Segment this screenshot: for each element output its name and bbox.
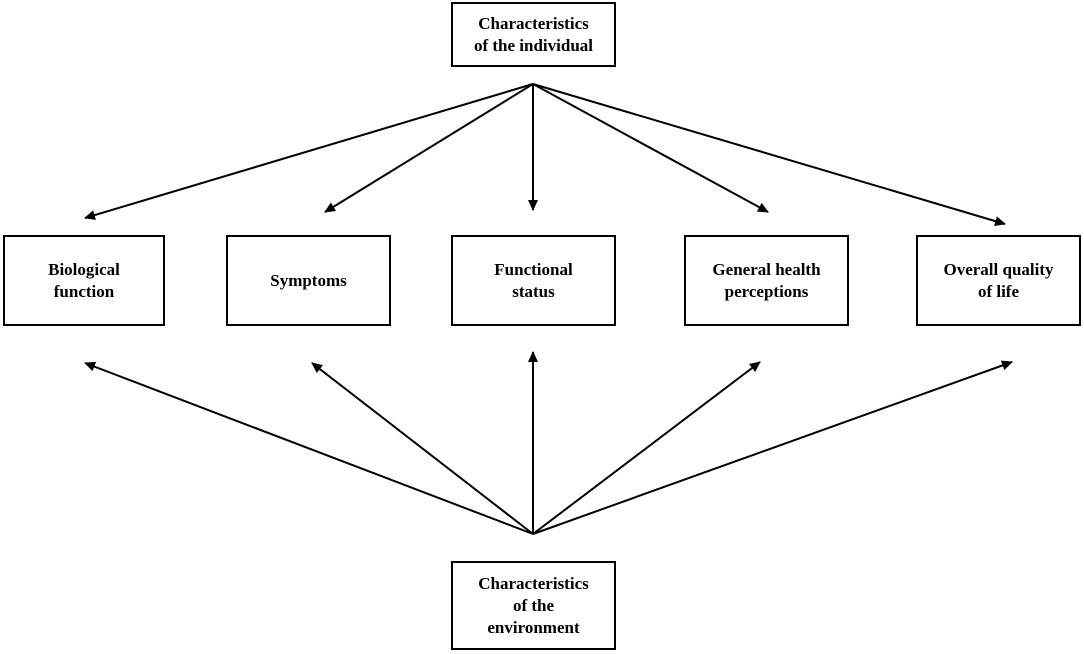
node-characteristics-environment-label-line: Characteristics [478,574,589,593]
node-functional-status: Functional status [451,235,616,326]
node-general-health-perceptions-label-line: perceptions [725,282,809,301]
node-symptoms-label-line: Symptoms [270,271,347,290]
node-characteristics-environment-border [451,561,616,650]
node-characteristics-environment: Characteristics of the environment [451,561,616,650]
node-biological-function: Biological function [3,235,165,326]
arrow-environment-to-overall-quality-of-life [532,360,1013,535]
node-symptoms-border [226,235,391,326]
node-general-health-perceptions: General health perceptions [684,235,849,326]
node-overall-quality-of-life-label-line: of life [978,282,1020,301]
arrow-individual-to-symptoms [324,83,534,213]
arrow-individual-to-biological-function [84,83,534,220]
node-functional-status-border [451,235,616,326]
node-characteristics-environment-label-line: environment [487,618,580,637]
arrow-environment-to-biological-function [84,361,534,535]
node-overall-quality-of-life-border [916,235,1081,326]
arrow-environment-to-symptoms [311,362,534,535]
node-general-health-perceptions-label-line: General health [712,260,821,279]
arrow-environment-to-general-health-perceptions [532,361,761,535]
node-biological-function-border [3,235,165,326]
arrows-layer [84,83,1013,535]
node-characteristics-individual-border [451,2,616,67]
node-characteristics-individual-label-line: Characteristics [478,14,589,33]
node-overall-quality-of-life: Overall quality of life [916,235,1081,326]
node-functional-status-label-line: status [512,282,555,301]
arrow-individual-to-general-health-perceptions [532,83,769,213]
node-biological-function-label-line: function [54,282,115,301]
node-biological-function-label-line: Biological [48,260,120,279]
node-symptoms: Symptoms [226,235,391,326]
node-overall-quality-of-life-label-line: Overall quality [943,260,1054,279]
node-characteristics-environment-label-line: of the [513,596,555,615]
node-general-health-perceptions-border [684,235,849,326]
arrow-individual-to-overall-quality-of-life [532,83,1006,226]
node-functional-status-label-line: Functional [494,260,573,279]
node-characteristics-individual-label-line: of the individual [474,36,593,55]
node-characteristics-individual: Characteristics of the individual [451,2,616,67]
